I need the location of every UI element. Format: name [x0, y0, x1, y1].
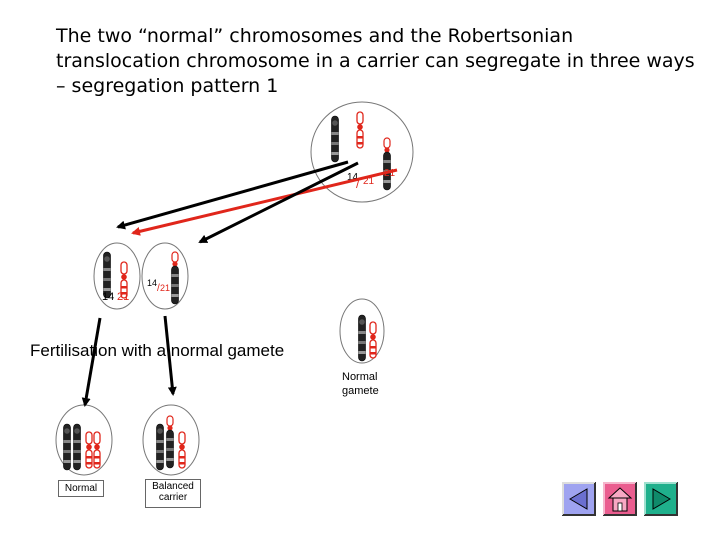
zygote-normal-chr21-a: [86, 432, 92, 468]
next-button[interactable]: [644, 482, 678, 516]
normal-gamete-label-line2: gamete: [342, 384, 379, 398]
home-button[interactable]: [603, 482, 637, 516]
zygote-balanced: [143, 405, 199, 475]
zygote-balanced-chr21: [179, 432, 185, 468]
balanced-carrier-line2: carrier: [146, 492, 200, 503]
gamete-translocation-chromosome: [172, 252, 179, 304]
arrow-to-zygote-normal: [85, 318, 100, 405]
gamete-trans-label-14: 14: [147, 278, 157, 288]
arrow-to-gamete-14-21: [118, 162, 348, 227]
gamete-14-21: 14 21: [94, 243, 140, 309]
translocation-chromosome: [384, 138, 391, 190]
normal-gamete-label: Normal gamete: [342, 370, 379, 398]
normal-result-label: Normal: [58, 480, 104, 497]
zygote-normal: [56, 405, 112, 475]
chromosome-14: [332, 116, 339, 162]
normal-gamete-chromosome-21: [370, 322, 376, 358]
balanced-carrier-line1: Balanced: [146, 481, 200, 492]
zygote-balanced-translocation: [167, 416, 174, 468]
normal-gamete-label-line1: Normal: [342, 370, 379, 384]
arrow-to-gamete-translocation: [200, 163, 358, 242]
chromosome-21: [357, 112, 363, 148]
zygote-balanced-chr14: [157, 424, 164, 470]
zygote-normal-chr14-b: [74, 424, 81, 470]
zygote-normal-chr14-a: [64, 424, 71, 470]
gamete-label-21: 21: [117, 291, 129, 303]
gamete-translocation: 14 / 21: [142, 243, 188, 309]
gamete-trans-label-21: 21: [160, 283, 170, 293]
normal-gamete-cell: [340, 299, 384, 363]
back-button[interactable]: [562, 482, 596, 516]
zygote-normal-chr21-b: [94, 432, 100, 468]
normal-gamete-chromosome-14: [359, 315, 366, 361]
balanced-carrier-label: Balanced carrier: [145, 479, 201, 508]
fertilisation-label: Fertilisation with a normal gamete: [30, 341, 284, 361]
gamete-label-14: 14: [102, 291, 114, 303]
